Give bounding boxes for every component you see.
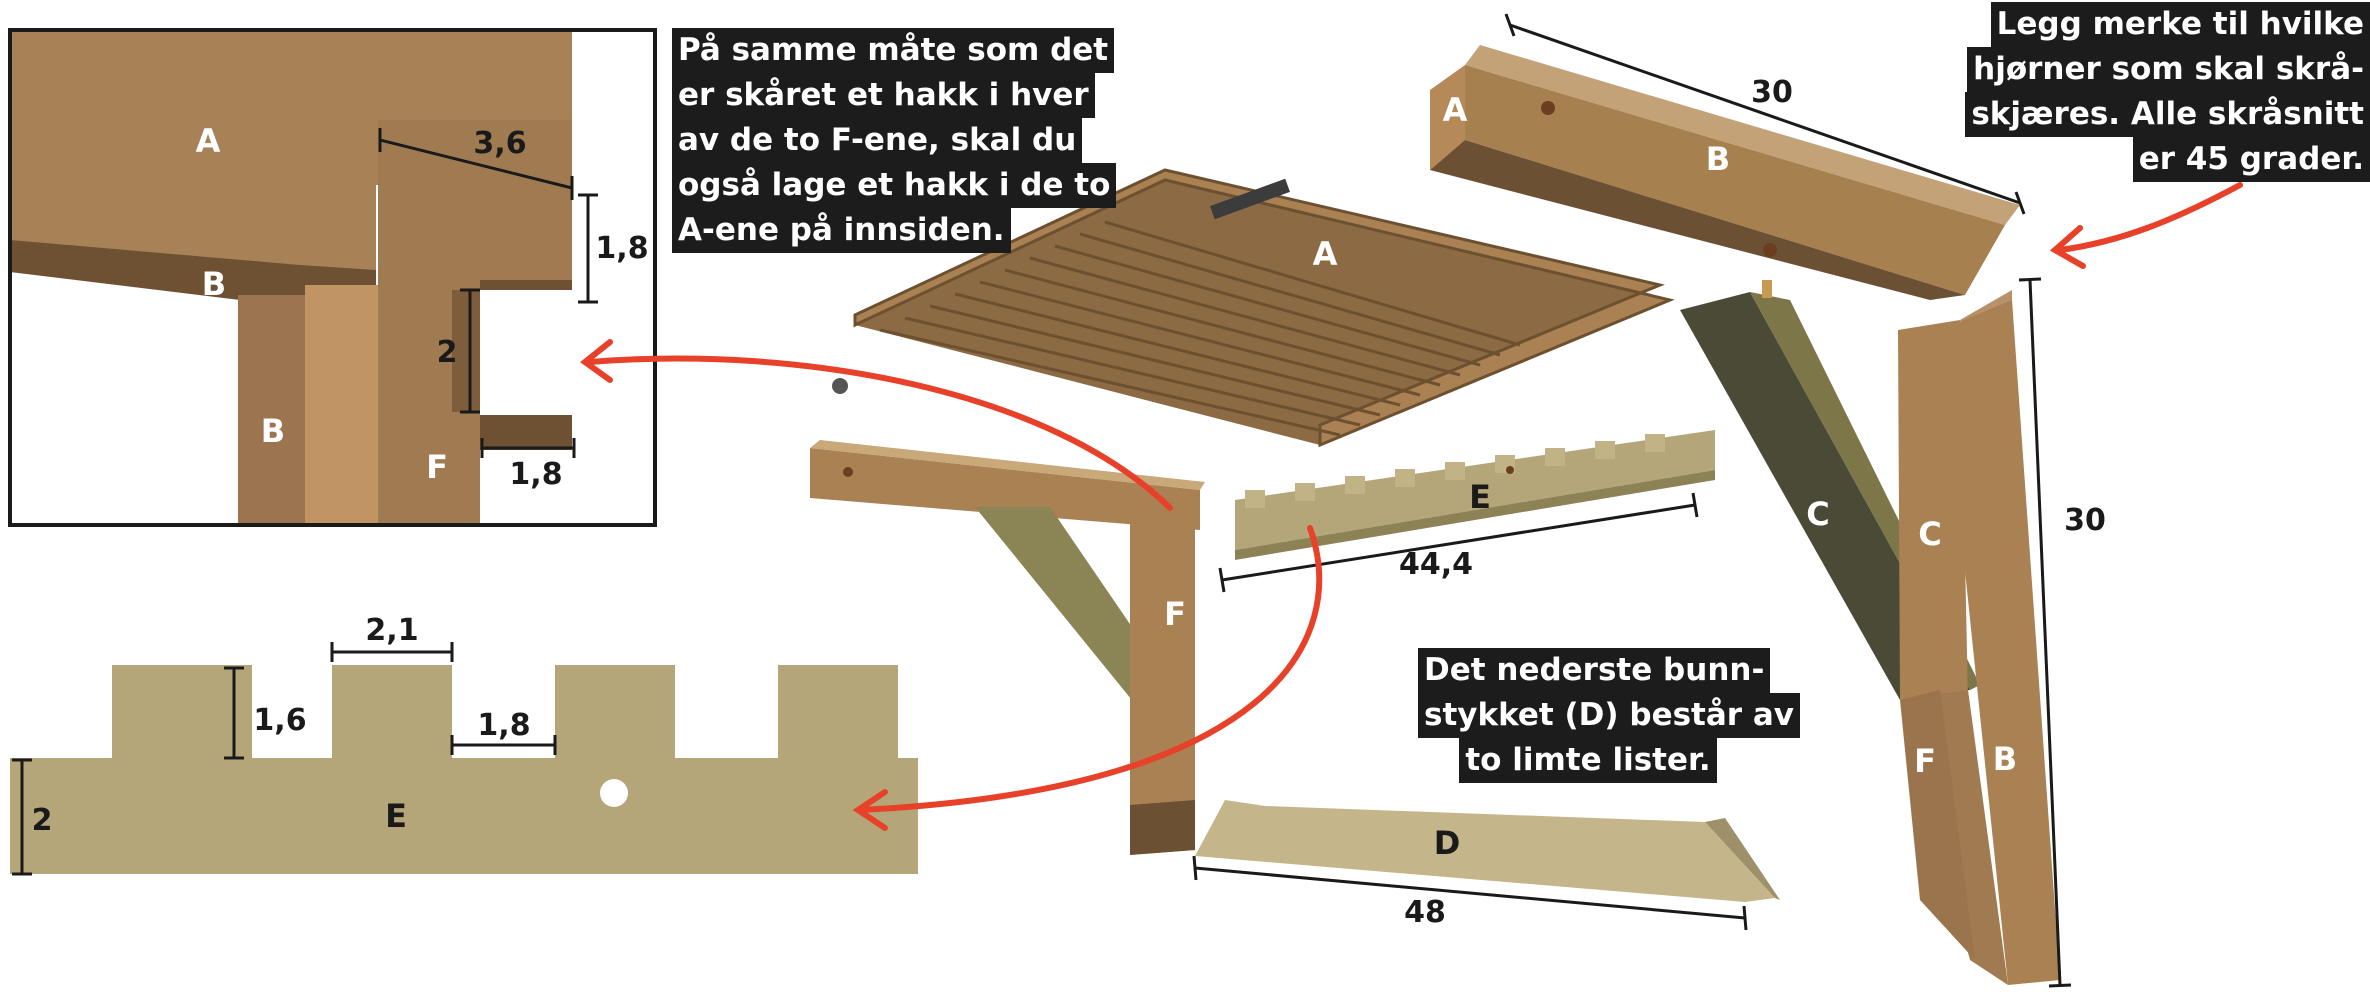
bracket-f-label: F [1164,595,1186,633]
grid-a-label: A [1313,235,1338,273]
joint-piece-b-bottom: B [261,412,285,450]
top-bar-ab: A B 30 [1430,13,2026,300]
rail-e-length-label: 44,4 [1399,547,1473,582]
callout-right-line-4: er 45 grader. [2132,137,2370,182]
right-frame-c-left-label: C [1806,495,1829,533]
dim-gap-width-line [450,735,557,755]
joint-detail: A B B F 3,6 1,8 2 1,8 [8,28,657,527]
callout-mid-line-2: stykket (D) består av [1418,693,1800,738]
grid-slats [853,168,1675,448]
dim-tooth-height-label: 1,6 [253,703,306,738]
dim-top-height-line [578,193,598,304]
arrow-to-joint-detail [580,339,1173,511]
callout-mid-line-1: Det nederste bunn- [1418,648,1771,693]
dim-base-height-line [12,758,32,876]
callout-mid-line-3: to limte lister. [1459,738,1717,783]
callout-miter-corners: Legg merke til hvilke hjørner som skal s… [1965,2,2370,182]
dim-bottom-width-line [480,438,576,458]
rail-e-hole [600,779,628,807]
dim-gap-width-label: 1,8 [477,708,530,743]
bottom-d-length-label: 48 [1404,895,1446,930]
right-frame-b-label: B [1993,740,2017,778]
callout-right-line-1: Legg merke til hvilke [1990,2,2370,47]
right-frame-f-label: F [1914,742,1936,780]
arrow-to-rail-detail [852,525,1323,831]
callout-notch-a: På samme måte som det er skåret et hakk … [672,28,1117,253]
bottom-d-length-line [1192,855,1748,931]
callout-right-line-3: skjæres. Alle skråsnitt [1965,92,2370,137]
callout-left-line-3: av de to F-ene, skal du [672,118,1083,163]
dim-notch-height-line [460,288,480,414]
dim-bottom-width-label: 1,8 [509,457,562,492]
dim-notch-height-label: 2 [437,335,458,370]
top-bar-a-label: A [1443,91,1468,129]
arrow-to-top-bar-corner [2049,182,2243,269]
callout-left-line-5: A-ene på innsiden. [672,208,1011,253]
dim-tooth-height-line [224,666,244,760]
dim-base-height-label: 2 [32,803,53,838]
bottom-d-label: D [1434,824,1461,862]
joint-piece-a: A [196,122,221,160]
top-bar-hole-2 [1763,243,1777,257]
dim-tooth-width-line [330,642,454,662]
callout-bottom-d: Det nederste bunn- stykket (D) består av… [1418,648,1800,783]
joint-piece-f: F [426,448,448,486]
rail-e-label: E [385,797,407,835]
callout-left-line-4: også lage et hakk i de to [672,163,1117,208]
right-frame: C C F B 30 [1680,277,2106,988]
rail-e-detail: E 2,1 1,6 1,8 2 [10,613,918,876]
grid-a: A [832,168,1675,448]
dim-top-height-label: 1,8 [595,231,648,266]
top-bar-b-label: B [1706,140,1730,178]
dim-width-label: 3,6 [473,126,526,161]
dim-tooth-width-label: 2,1 [365,613,418,648]
right-frame-height-label: 30 [2064,503,2106,538]
top-bar-length-label: 30 [1751,75,1793,110]
right-frame-c-right-label: C [1918,515,1941,553]
joint-piece-b-top: B [202,265,226,303]
top-bar-length-line [1504,13,2026,215]
rail-e-assembly-label: E [1469,478,1491,516]
bottom-d: D 48 [1192,800,1780,931]
rail-e: E 44,4 [1218,430,1715,593]
callout-left-line-2: er skåret et hakk i hver [672,73,1095,118]
right-frame-height-line [2018,277,2072,988]
top-bar-hole-1 [1541,101,1555,115]
callout-left-line-1: På samme måte som det [672,28,1115,73]
rail-e-length-line [1218,492,1699,593]
bracket-f: F [810,440,1205,855]
dim-width-line [378,128,574,200]
callout-right-line-2: hjørner som skal skrå- [1967,47,2370,92]
